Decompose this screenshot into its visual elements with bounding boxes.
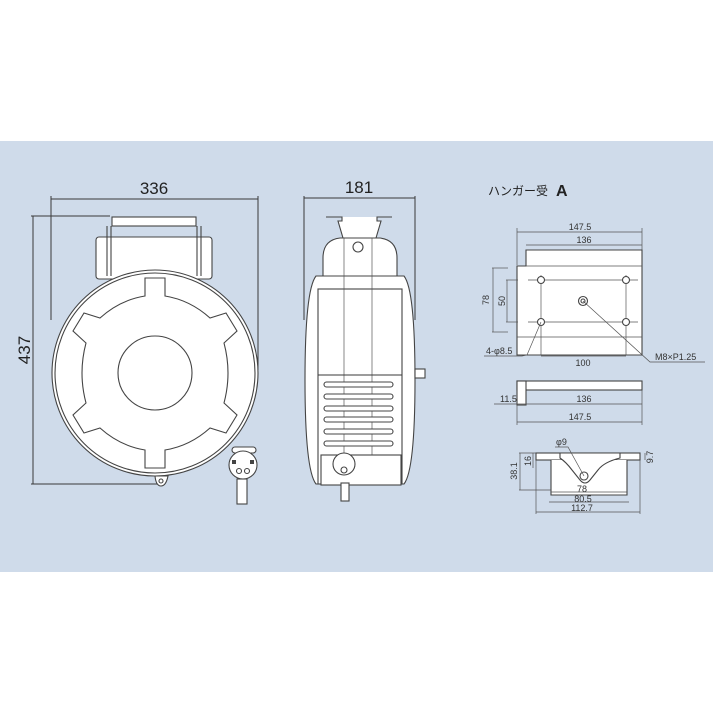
dim-136-side-label: 136: [576, 394, 591, 404]
side-bracket: [326, 216, 392, 239]
drum-rim: [54, 272, 256, 474]
tab-hole: [158, 478, 164, 484]
hanger-side-plate: [516, 380, 643, 391]
dim-136-label: 136: [576, 235, 591, 245]
hanger-title: ハンガー受: [488, 184, 548, 198]
thread-label: M8×P1.25: [655, 352, 696, 362]
hole-leader: [555, 446, 585, 477]
thread-leader: [582, 300, 705, 363]
holes-label: 4-φ8.5: [486, 346, 512, 356]
front-view: 336 437: [15, 179, 259, 505]
dim-112-7-label: 112.7: [571, 503, 593, 513]
side-outlet-hole: [340, 466, 348, 474]
side-view: 181: [303, 178, 426, 502]
dim-336-label: 336: [140, 179, 168, 198]
side-knob: [414, 368, 426, 379]
mount-hole: [621, 317, 631, 327]
mount-hole: [621, 275, 631, 285]
dim-181-label: 181: [345, 178, 373, 197]
drum-center: [117, 335, 193, 411]
dim-147-5-side-label: 147.5: [569, 412, 592, 422]
holes-leader: [484, 321, 542, 357]
dim-50-label: 50: [497, 296, 507, 306]
handle-arms: [106, 226, 202, 276]
side-outlet: [332, 452, 356, 476]
bottom-tab: [154, 475, 169, 487]
handle-top: [111, 216, 197, 227]
dim-78-label: 78: [481, 295, 491, 305]
hanger-receiver: ハンガー受 A 147.5 136 78 50 4-φ8.5: [481, 183, 705, 514]
dim-11-5-label: 11.5: [500, 394, 517, 404]
hanger-side-flange: [516, 380, 527, 406]
dim-78-front-label: 78: [577, 484, 587, 494]
outlet-pin: [250, 460, 254, 464]
outlet-hole: [243, 467, 251, 475]
side-bolt-hole: [352, 241, 364, 253]
dim-80-5-label: 80.5: [574, 494, 592, 504]
hanger-title-letter: A: [556, 183, 568, 200]
dim-100-label: 100: [575, 358, 590, 368]
side-bottom-box: [320, 454, 402, 486]
dim-9-7-label: 9.7: [645, 451, 655, 464]
side-cord: [340, 482, 350, 502]
dim-147-5-label: 147.5: [569, 222, 592, 232]
outlet-body: [228, 450, 258, 480]
dim-38-1-label: 38.1: [509, 462, 519, 480]
thread-hole-inner: [580, 298, 586, 304]
outlet-pin: [232, 460, 236, 464]
dim-437-label: 437: [15, 336, 34, 364]
outlet-hole: [235, 467, 243, 475]
hook-hole-label: φ9: [556, 437, 567, 447]
mount-hole: [536, 275, 546, 285]
hanger-front-hook: [559, 452, 621, 484]
cord: [236, 478, 248, 505]
vent-grille: [323, 381, 394, 447]
dim-16-label: 16: [523, 456, 533, 466]
